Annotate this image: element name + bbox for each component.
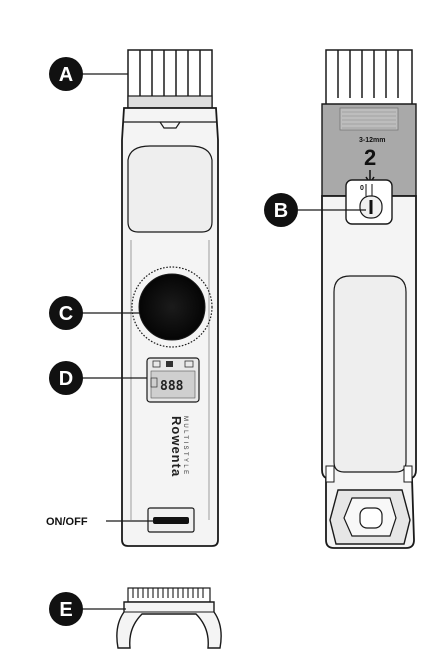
display-indicator-icon [166,361,173,367]
callout-b: B [264,193,298,227]
trimmer-front-view: 888 Rowenta MULTISTYLE [121,49,219,547]
callout-d: D [49,361,83,395]
on-off-label: ON/OFF [46,516,88,528]
callout-c-letter: C [59,303,73,325]
brand-name: Rowenta [169,416,184,477]
comb-length-value: 2 [364,145,376,170]
display-digits: 888 [160,379,184,394]
comb-length-range: 3-12mm [359,137,385,144]
callout-e-letter: E [59,599,72,621]
display-battery-icon [152,360,161,368]
comb-slider: 0 [345,179,393,225]
callout-b-letter: B [274,200,288,222]
callout-a-letter: A [59,64,73,86]
adjustment-dial [131,266,213,348]
on-off-switch [147,507,195,533]
lcd-display: 888 [146,357,200,403]
small-comb-attachment [116,587,222,649]
back-grip-panel [333,275,407,473]
comb-attachment-front [127,49,213,109]
comb-attachment-back [325,49,413,107]
trimmer-back-view: 3-12mm 2 0 [321,49,417,549]
charging-socket [329,489,411,545]
display-comb-icon [184,360,194,368]
brand-subline: MULTISTYLE [182,416,188,477]
leader-lines [82,73,366,610]
callout-c: C [49,296,83,330]
slider-mark: 0 [360,185,364,192]
comb-grip-texture [339,107,399,131]
brand-logo: Rowenta MULTISTYLE [169,416,188,477]
callout-a: A [49,57,83,91]
callout-d-letter: D [59,368,73,390]
callout-e: E [49,592,83,626]
